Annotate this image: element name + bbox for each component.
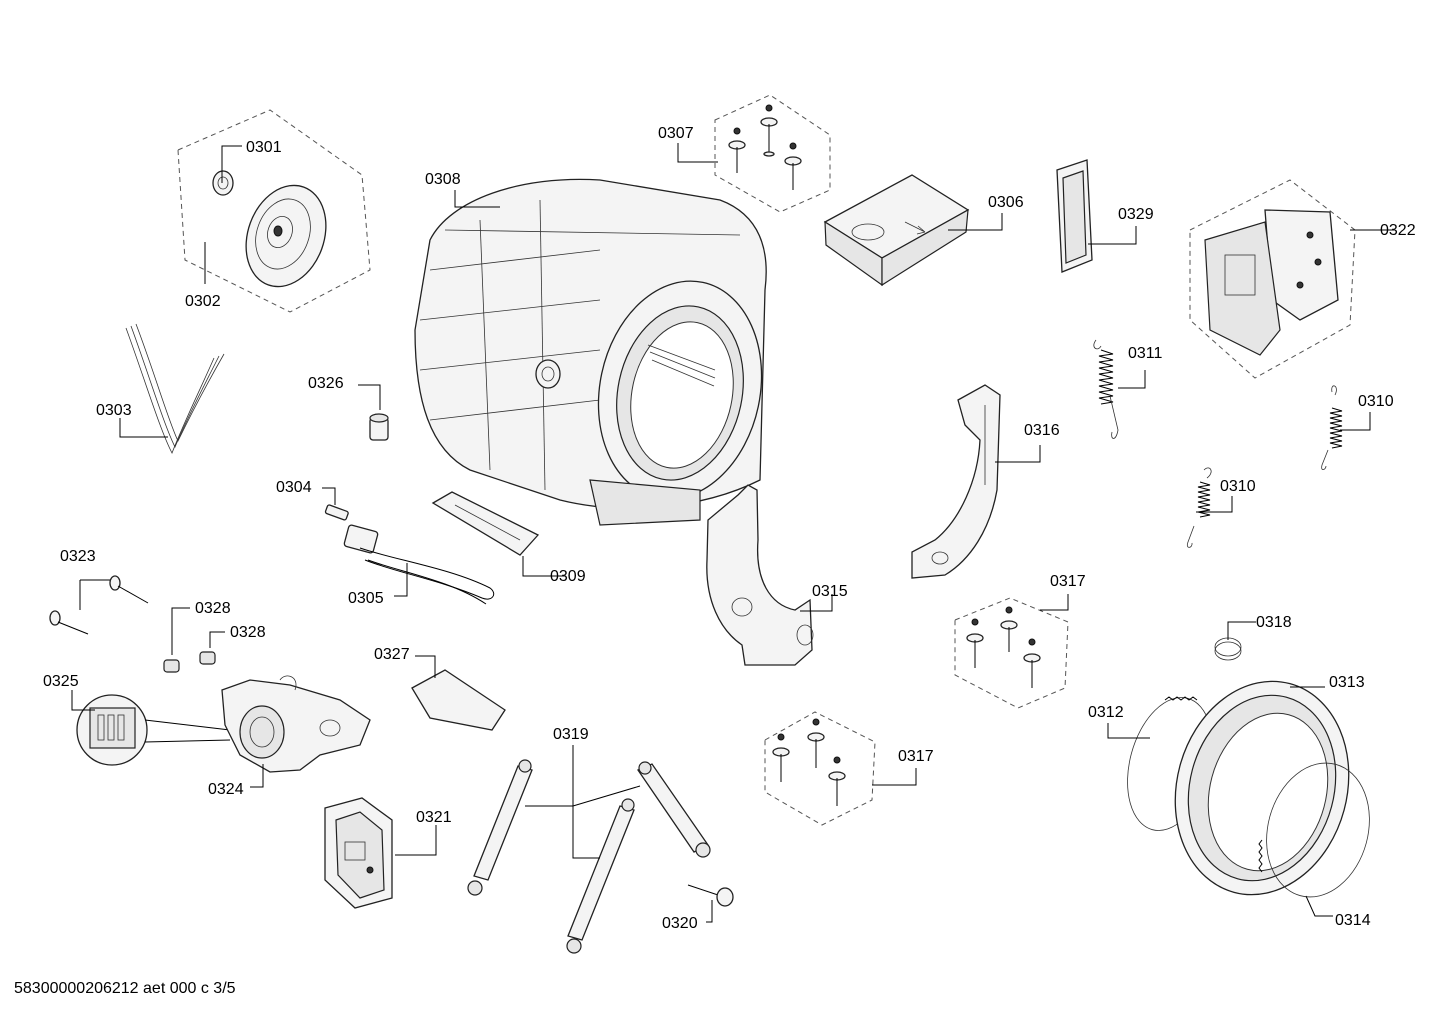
label-0325: 0325: [43, 673, 79, 690]
label-0305: 0305: [348, 590, 384, 607]
heater-0305: [343, 524, 495, 605]
label-0323: 0323: [60, 548, 96, 565]
control-module-0322: [1189, 179, 1356, 379]
spring-0310-lower: [1186, 467, 1212, 548]
label-0315: 0315: [812, 583, 848, 600]
drive-belt: [125, 323, 225, 454]
pulley-group: [177, 109, 371, 313]
label-0309: 0309: [550, 568, 586, 585]
label-0310-lower: 0310: [1220, 478, 1256, 495]
tub-cover-0306: [823, 174, 970, 287]
screw-kit-0317-lower: [764, 711, 876, 826]
label-0313: 0313: [1329, 674, 1365, 691]
document-reference: 58300000206212 aet 000 c 3/5: [14, 980, 236, 997]
sensor-0304: [324, 504, 349, 521]
mounting-strip-0329: [1056, 159, 1093, 273]
label-0314: 0314: [1335, 912, 1371, 929]
screw-0320: [687, 884, 734, 907]
label-0311: 0311: [1128, 345, 1163, 362]
bracket-0315: [706, 484, 814, 666]
outer-tub: [414, 178, 767, 526]
shock-absorbers-0319: [467, 759, 711, 954]
label-0329: 0329: [1118, 206, 1154, 223]
spring-0310-upper: [1321, 385, 1343, 471]
valve-0326: [369, 413, 389, 441]
spring-0311: [1093, 339, 1119, 439]
label-0308: 0308: [425, 171, 461, 188]
baffle-0309: [431, 491, 540, 556]
screw-kit-0317-upper: [954, 597, 1069, 709]
label-0320: 0320: [662, 915, 698, 932]
label-0301: 0301: [246, 139, 282, 156]
drain-pump-0324: [221, 675, 371, 773]
label-0328-b: 0328: [230, 624, 266, 641]
label-0307: 0307: [658, 125, 694, 142]
label-0316: 0316: [1024, 422, 1060, 439]
bracket-0316: [911, 384, 1001, 579]
screws-0323: [49, 575, 149, 635]
label-0302: 0302: [185, 293, 221, 310]
label-0317-upper: 0317: [1050, 573, 1086, 590]
label-0306: 0306: [988, 194, 1024, 211]
label-0303: 0303: [96, 402, 132, 419]
label-0327: 0327: [374, 646, 410, 663]
label-0318: 0318: [1256, 614, 1292, 631]
connector-0325: [76, 694, 148, 766]
label-0326: 0326: [308, 375, 344, 392]
label-0310-upper: 0310: [1358, 393, 1394, 410]
label-0312: 0312: [1088, 704, 1124, 721]
label-0322: 0322: [1380, 222, 1416, 239]
door-seal-group: [1127, 680, 1370, 898]
cover-0327: [411, 669, 506, 731]
label-0319: 0319: [553, 726, 589, 743]
screw-kit-0307: [714, 94, 831, 213]
control-board-0321: [324, 797, 393, 909]
label-0304: 0304: [276, 479, 312, 496]
label-0324: 0324: [208, 781, 244, 798]
label-0321: 0321: [416, 809, 452, 826]
feet-0328: [163, 651, 216, 673]
label-0317-lower: 0317: [898, 748, 934, 765]
label-0328-a: 0328: [195, 600, 231, 617]
clamp-0318: [1214, 637, 1242, 661]
